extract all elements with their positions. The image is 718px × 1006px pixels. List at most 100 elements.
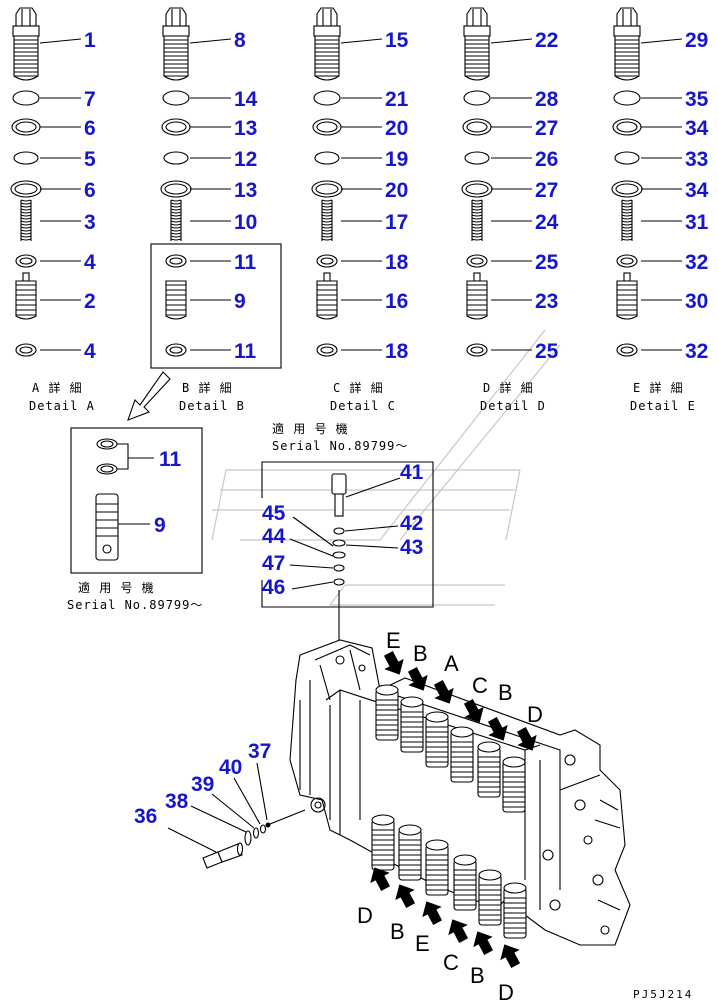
label-43: 43 <box>400 536 423 559</box>
label-1: 1 <box>84 29 96 52</box>
label-28: 28 <box>535 88 559 111</box>
label-45: 45 <box>262 502 286 525</box>
label-44: 44 <box>262 525 286 548</box>
top-letter-e: E <box>386 628 401 653</box>
label-26: 26 <box>535 148 558 171</box>
label-7: 7 <box>84 88 96 111</box>
label-15: 15 <box>385 29 409 52</box>
label-30: 30 <box>685 290 708 313</box>
inset-serial-jp: 適 用 号 機 <box>78 580 155 595</box>
serial-jp: 適 用 号 機 <box>272 421 349 436</box>
caption-en-e: Detail E <box>630 399 696 413</box>
label-23: 23 <box>535 290 558 313</box>
label-21: 21 <box>385 88 409 111</box>
spool-cap <box>502 756 526 813</box>
detail-column-c: 15 21 20 19 20 17 18 16 18 <box>311 7 409 363</box>
label-38: 38 <box>165 790 189 813</box>
bottom-letter-e: E <box>415 931 430 956</box>
label-20: 20 <box>385 117 408 140</box>
detail-column-a: 1 7 6 5 6 3 4 2 4 <box>10 7 96 363</box>
drawing-code: PJ5J214 <box>633 988 693 1001</box>
label-14: 14 <box>234 88 258 111</box>
hollow-arrow <box>127 371 171 421</box>
label-4: 4 <box>84 251 96 274</box>
caption-en-d: Detail D <box>480 399 546 413</box>
detail-columns: 1765634248141312131011911152120192017181… <box>10 7 709 363</box>
top-letter-c: C <box>472 673 488 698</box>
arrow-icon <box>370 867 391 891</box>
label-2: 2 <box>84 290 96 313</box>
label-34: 34 <box>685 179 709 202</box>
label-24: 24 <box>535 211 559 234</box>
arrow-icon <box>516 727 537 751</box>
inset-label-11: 11 <box>159 448 182 471</box>
label-42: 42 <box>400 512 423 535</box>
spool-cap <box>425 839 449 896</box>
detail-arrows <box>370 651 537 968</box>
label-27: 27 <box>535 117 558 140</box>
caption-jp-c: C 詳 細 <box>333 380 384 395</box>
arrow-icon <box>487 717 508 741</box>
top-letter-a: A <box>444 651 459 676</box>
label-31: 31 <box>685 211 709 234</box>
spool-cap <box>503 882 527 939</box>
label-16: 16 <box>385 290 408 313</box>
caption-en-a: Detail A <box>29 399 95 413</box>
spool-cap <box>453 854 477 911</box>
label-11: 11 <box>234 251 257 274</box>
label-41: 41 <box>400 461 424 484</box>
arrow-icon <box>448 919 469 943</box>
label-9: 9 <box>234 290 246 313</box>
label-13: 13 <box>234 117 257 140</box>
label-12: 12 <box>234 148 257 171</box>
label-20: 20 <box>385 179 408 202</box>
serial-block: 適 用 号 機 Serial No.89799～ 41 42 43 45 44 … <box>261 421 434 650</box>
bottom-letter-d: D <box>498 980 514 1005</box>
arrow-icon <box>422 901 443 925</box>
label-17: 17 <box>385 211 408 234</box>
label-19: 19 <box>385 148 408 171</box>
label-27: 27 <box>535 179 558 202</box>
spool-cap <box>398 824 422 881</box>
top-letter-b: B <box>498 680 513 705</box>
inset-label-9: 9 <box>154 514 166 537</box>
label-39: 39 <box>191 773 214 796</box>
label-6: 6 <box>84 179 96 202</box>
label-22: 22 <box>535 29 558 52</box>
spool-cap <box>478 869 502 926</box>
label-46: 46 <box>262 576 285 599</box>
inset-serial-en: Serial No.89799～ <box>67 598 203 612</box>
arrow-icon <box>500 944 521 968</box>
label-10: 10 <box>234 211 257 234</box>
arrow-icon <box>433 680 454 704</box>
label-29: 29 <box>685 29 708 52</box>
label-3: 3 <box>84 211 96 234</box>
label-13: 13 <box>234 179 257 202</box>
bottom-letter-b: B <box>390 919 405 944</box>
arrow-icon <box>463 699 484 723</box>
label-35: 35 <box>685 88 709 111</box>
top-letter-b: B <box>413 641 428 666</box>
label-6: 6 <box>84 117 96 140</box>
label-36: 36 <box>134 805 157 828</box>
spool-cap <box>371 814 395 871</box>
bottom-letter-c: C <box>443 950 459 975</box>
caption-jp-b: B 詳 細 <box>182 380 233 395</box>
valve-body <box>289 639 631 946</box>
label-18: 18 <box>385 340 409 363</box>
label-11: 11 <box>234 340 257 363</box>
arrow-icon <box>407 667 428 691</box>
spool-cap <box>400 696 424 753</box>
label-5: 5 <box>84 148 96 171</box>
spool-cap <box>477 741 501 798</box>
label-25: 25 <box>535 251 559 274</box>
label-47: 47 <box>262 552 285 575</box>
label-18: 18 <box>385 251 409 274</box>
label-4: 4 <box>84 340 96 363</box>
spool-cap <box>450 726 474 783</box>
plug-assembly: 37 40 39 38 36 <box>134 740 306 869</box>
label-32: 32 <box>685 251 708 274</box>
